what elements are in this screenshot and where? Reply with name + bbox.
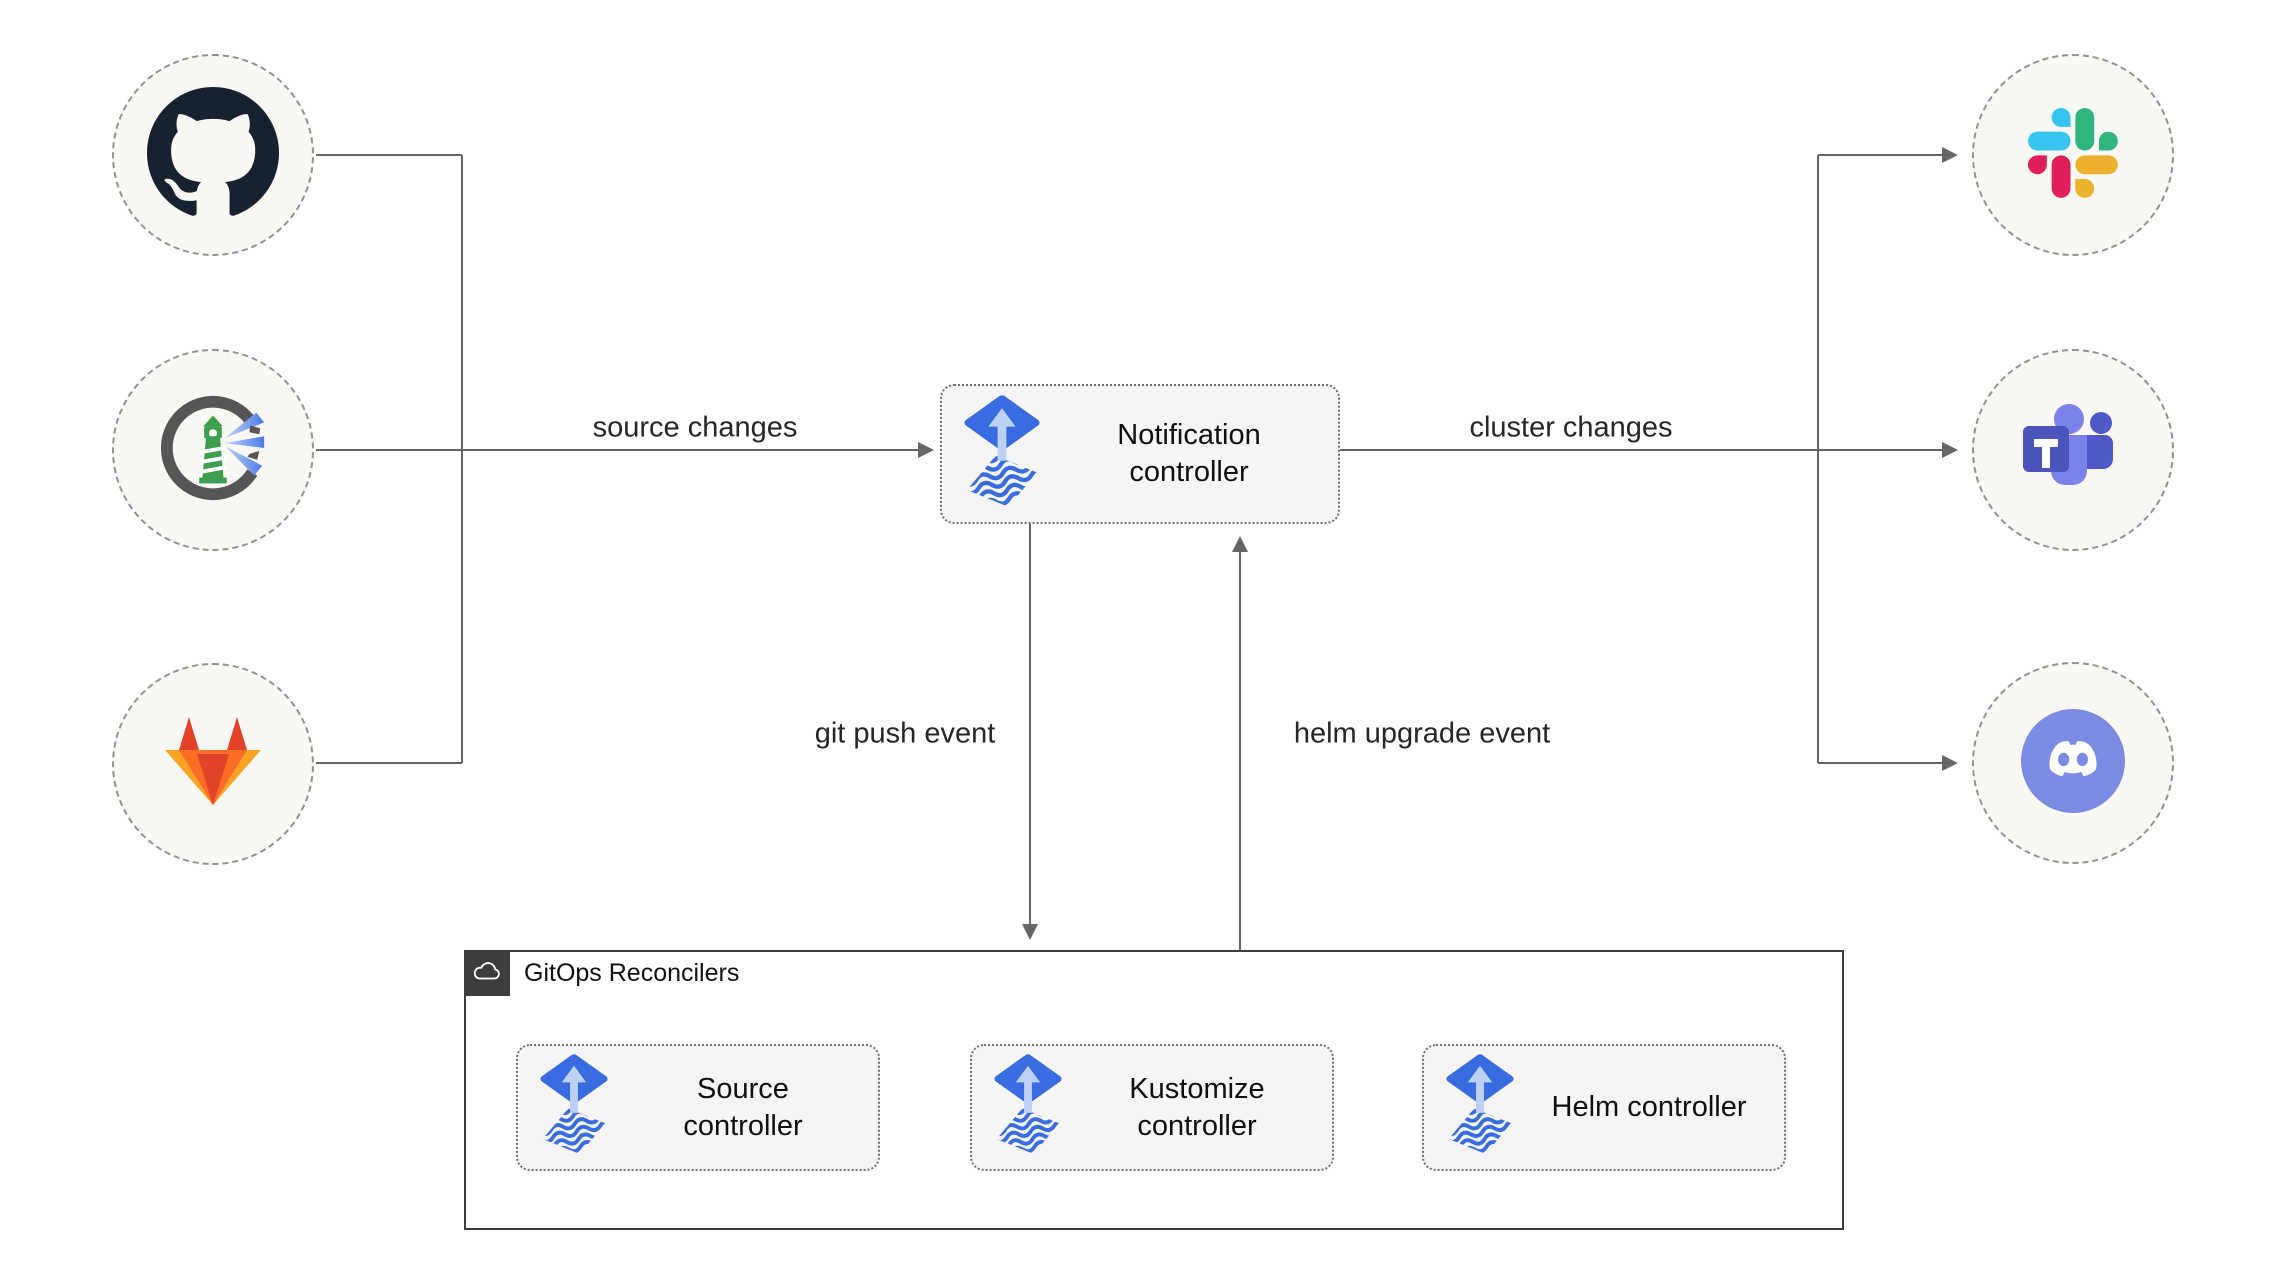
edge-label-helm-upgrade-event: helm upgrade event (1289, 717, 1555, 751)
flux-icon (964, 395, 1040, 514)
notification-controller-box: Notification controller (940, 384, 1340, 524)
node-discord (1972, 662, 2174, 864)
edge-label-cluster-changes: cluster changes (1465, 411, 1677, 445)
discord-icon (2021, 708, 2125, 818)
node-harbor (112, 349, 314, 551)
cloud-badge (464, 950, 510, 996)
kustomize-controller-box: Kustomize controller (970, 1044, 1334, 1171)
github-icon (147, 86, 279, 224)
flux-icon (994, 1054, 1062, 1161)
notification-controller-label: Notification controller (1117, 419, 1261, 488)
source-controller-box: Source controller (516, 1044, 880, 1171)
helm-controller-box: Helm controller (1422, 1044, 1786, 1171)
microsoft-teams-icon (2023, 403, 2123, 498)
edge-label-git-push-event: git push event (810, 717, 1000, 751)
node-teams (1972, 349, 2174, 551)
flux-icon (540, 1054, 608, 1161)
node-github (112, 54, 314, 256)
node-slack (1972, 54, 2174, 256)
node-gitlab (112, 663, 314, 865)
slack-icon (2028, 107, 2118, 203)
kustomize-controller-label: Kustomize controller (1129, 1072, 1265, 1142)
edge-label-source-changes: source changes (588, 411, 802, 445)
gitops-reconcilers-label: GitOps Reconcilers (524, 959, 740, 987)
harbor-icon (154, 389, 272, 512)
helm-controller-label: Helm controller (1551, 1091, 1747, 1123)
gitlab-icon (163, 715, 263, 814)
source-controller-label: Source controller (683, 1072, 803, 1142)
flux-icon (1446, 1054, 1514, 1161)
cloud-icon (471, 957, 503, 989)
